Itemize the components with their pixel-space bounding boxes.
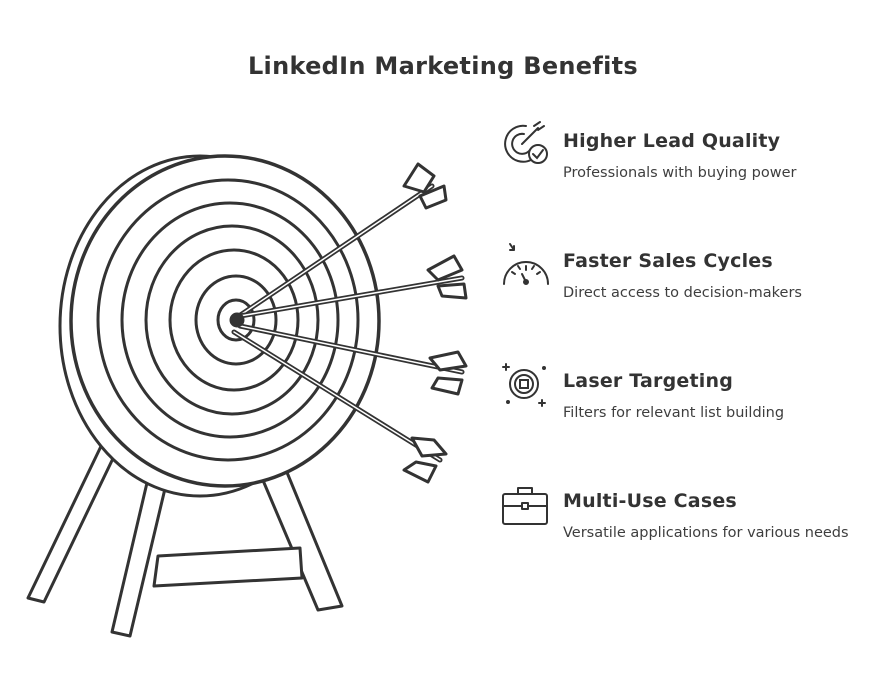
stand-leg-right [260, 468, 344, 612]
stand-leg-center [110, 468, 170, 638]
target-ring-3 [120, 201, 340, 439]
benefit-heading: Faster Sales Cycles [563, 250, 773, 272]
benefit-laser-targeting: Laser Targeting Filters for relevant lis… [500, 360, 880, 450]
target-check-icon [504, 121, 548, 164]
page-title: LinkedIn Marketing Benefits [247, 52, 639, 80]
target-ring-4 [144, 224, 320, 416]
benefit-multi-use-cases: Multi-Use Cases Versatile applications f… [500, 480, 880, 570]
benefit-description: Filters for relevant list building [563, 405, 785, 421]
benefit-higher-lead-quality: Higher Lead Quality Professionals with b… [500, 120, 880, 210]
benefit-description: Professionals with buying power [563, 165, 797, 181]
arrow-4 [231, 329, 448, 484]
target-ring-6 [194, 274, 278, 366]
benefit-description: Direct access to decision-makers [563, 285, 802, 301]
crosshair-icon [502, 363, 546, 407]
arrow-2 [237, 254, 468, 319]
briefcase-icon [502, 487, 548, 525]
speedometer-icon [503, 243, 549, 285]
archery-target-illustration [26, 154, 468, 638]
stand-crossbar [152, 546, 304, 588]
target-bullseye [216, 298, 256, 342]
benefit-heading: Laser Targeting [563, 370, 734, 392]
target-ring-5 [168, 248, 300, 392]
target-ring-1 [69, 154, 381, 488]
arrow-1 [233, 162, 448, 321]
benefit-faster-sales-cycles: Faster Sales Cycles Direct access to dec… [500, 240, 880, 330]
target-ring-2 [96, 178, 360, 462]
stand-leg-left [26, 438, 120, 604]
benefit-description: Versatile applications for various needs [563, 525, 849, 541]
benefit-heading: Multi-Use Cases [563, 490, 737, 512]
arrow-3 [237, 323, 468, 396]
benefit-heading: Higher Lead Quality [563, 130, 781, 152]
